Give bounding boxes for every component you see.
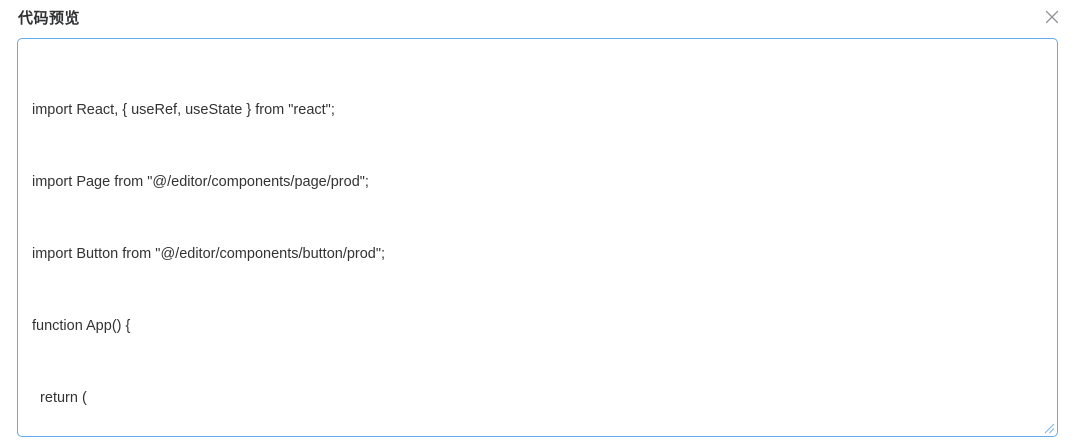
- code-line: function App() {: [32, 318, 131, 334]
- dialog-header: 代码预览: [0, 0, 1080, 38]
- resize-grip-icon[interactable]: [1041, 420, 1055, 434]
- close-button[interactable]: [1039, 4, 1065, 30]
- code-line: import React, { useRef, useState } from …: [32, 102, 335, 118]
- close-icon: [1045, 10, 1059, 24]
- code-content[interactable]: import React, { useRef, useState } from …: [18, 39, 1057, 436]
- code-line: import Page from "@/editor/components/pa…: [32, 174, 369, 190]
- page-title: 代码预览: [18, 10, 81, 27]
- code-textarea[interactable]: import React, { useRef, useState } from …: [17, 38, 1058, 437]
- code-line: import Button from "@/editor/components/…: [32, 246, 386, 262]
- code-line: return (: [32, 390, 87, 406]
